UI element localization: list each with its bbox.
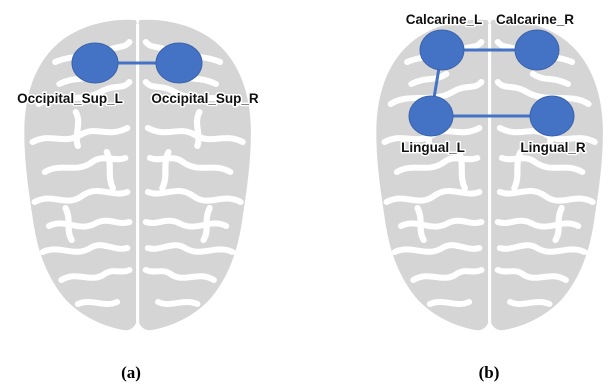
panel-b: Calcarine_L Calcarine_R Lingual_L Lingual_R… [376,12,603,382]
panel-a: Occipital_Sup_L Occipital_Sup_R (a) [17,20,259,382]
caption-b: (b) [479,363,500,382]
brain-outline-a [24,20,251,330]
node-label-lr: Lingual_R [520,140,586,155]
node-osr [156,43,202,83]
node-osl [72,43,118,83]
node-label-cl: Calcarine_L [406,12,483,27]
brain-outline-b [376,20,603,330]
node-cr [515,30,559,70]
node-ll [409,96,453,136]
node-label-osr: Occipital_Sup_R [151,91,259,106]
node-label-ll: Lingual_L [401,140,465,155]
node-cl [420,30,464,70]
node-label-cr: Calcarine_R [496,12,574,27]
node-lr [530,96,574,136]
caption-a: (a) [121,363,141,382]
node-label-osl: Occipital_Sup_L [17,91,123,106]
